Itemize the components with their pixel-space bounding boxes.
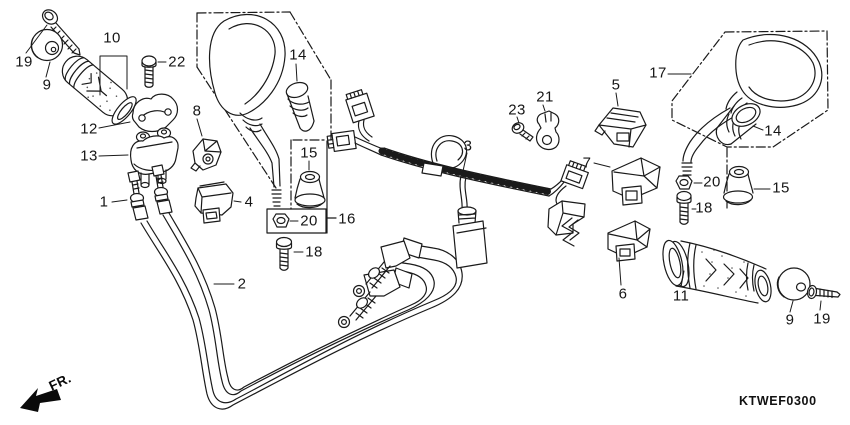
callout-part-11: 11	[672, 287, 690, 305]
cable-end-fittings-drawing	[337, 237, 423, 329]
diagram-code: KTWEF0300	[739, 394, 817, 408]
callout-part-20-right: 20	[703, 173, 721, 191]
callout-part-14-right: 14	[764, 122, 782, 140]
part-19-screw-right-drawing	[806, 284, 841, 300]
part-23-screw-drawing	[511, 122, 534, 142]
part-18-bolt-right-drawing	[676, 190, 692, 225]
callout-part-13: 13	[80, 147, 98, 165]
part-20-nut-left-drawing	[272, 213, 290, 228]
callout-part-21: 21	[536, 88, 554, 106]
right-mirror-assembly-border	[671, 30, 829, 209]
callout-part-20-left: 20	[300, 212, 318, 230]
part-5-switch-drawing	[594, 107, 647, 148]
left-mirror-drawing	[208, 13, 286, 207]
callout-part-16: 16	[338, 210, 356, 228]
group-16-bracket	[266, 140, 337, 234]
callout-part-9-right: 9	[785, 311, 795, 329]
part-7-switch-drawing	[611, 157, 661, 206]
part-12-handle-holder-upper-drawing	[131, 93, 179, 133]
callout-part-3: 3	[463, 137, 473, 155]
callout-part-5: 5	[611, 76, 621, 94]
callout-part-12: 12	[80, 120, 98, 138]
left-mirror-assembly-border	[196, 11, 332, 210]
callout-part-4: 4	[244, 193, 254, 211]
part-20-nut-right-drawing	[675, 175, 693, 190]
right-mirror-drawing	[681, 33, 823, 176]
part-11-grip-drawing	[662, 239, 772, 304]
part-15-boot-right-drawing	[722, 165, 754, 206]
callout-part-22: 22	[168, 53, 186, 71]
callout-part-2: 2	[237, 275, 247, 293]
callout-part-7: 7	[582, 154, 592, 172]
callout-part-10: 10	[103, 29, 121, 47]
part-3-wire-harness-drawing	[326, 89, 589, 269]
part-19-screw-left-drawing	[41, 9, 81, 56]
callout-part-14-left: 14	[289, 46, 307, 64]
part-14-boot-right-drawing	[715, 103, 761, 146]
part-2-cables-drawing	[140, 212, 463, 410]
callout-part-1: 1	[99, 193, 109, 211]
callout-part-8: 8	[192, 102, 202, 120]
part-22-bolt-drawing	[141, 55, 157, 88]
callout-part-15-right: 15	[772, 179, 790, 197]
callout-part-18-right: 18	[695, 199, 713, 217]
part-1-cable-ends-drawing	[127, 164, 173, 221]
part-6-switch-drawing	[607, 220, 651, 262]
part-8-switch-drawing	[190, 138, 222, 172]
callout-part-19-right: 19	[813, 310, 831, 328]
part-13-handle-holder-lower-drawing	[129, 127, 179, 189]
callout-part-17: 17	[649, 64, 667, 82]
part-9-end-weight-right-drawing	[776, 267, 811, 301]
callout-part-18-left: 18	[305, 243, 323, 261]
part-10-grip-drawing	[61, 55, 137, 125]
part-21-clamp-drawing	[535, 110, 560, 151]
callout-part-19-left: 19	[15, 53, 33, 71]
callout-part-9-left: 9	[42, 76, 52, 94]
callout-part-6: 6	[618, 285, 628, 303]
part-9-end-weight-left-drawing	[30, 28, 64, 62]
callout-part-15-left: 15	[300, 144, 318, 162]
leader-lines	[25, 24, 822, 313]
part-18-bolt-left-drawing	[275, 236, 293, 271]
front-direction-arrow	[20, 388, 61, 412]
part-15-boot-left-drawing	[294, 170, 326, 209]
part-14-boot-left-drawing	[285, 81, 315, 132]
part-4-switch-drawing	[194, 181, 234, 224]
callout-part-23: 23	[508, 101, 526, 119]
